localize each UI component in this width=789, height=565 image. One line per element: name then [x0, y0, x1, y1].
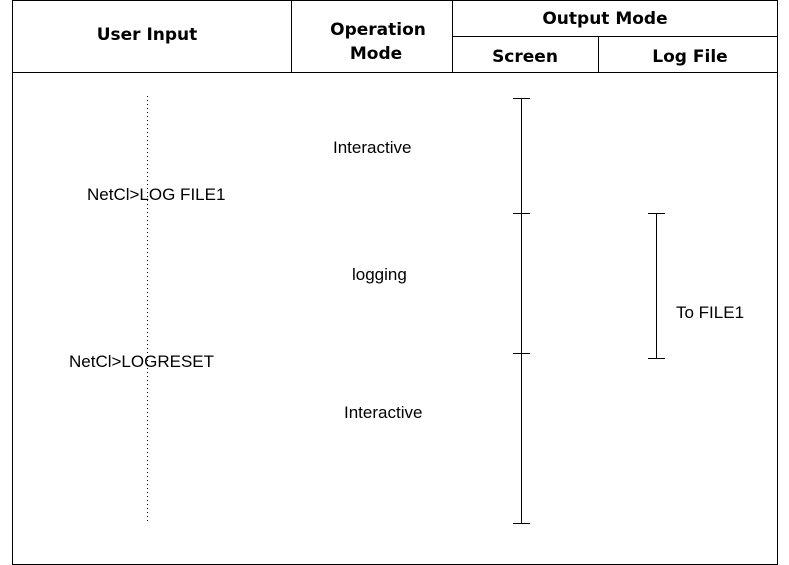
mode-interactive-2: Interactive [344, 403, 422, 422]
header-log-file: Log File [652, 47, 727, 67]
mode-logging: logging [352, 265, 407, 284]
log-file-annotation: To FILE1 [676, 303, 744, 322]
mode-interactive-1: Interactive [333, 138, 411, 157]
command-logreset: NetCl>LOGRESET [69, 352, 214, 371]
command-log-file1: NetCl>LOG FILE1 [87, 185, 225, 204]
header-operation-mode-line2: Mode [350, 44, 402, 64]
header-operation-mode-line1: Operation [330, 20, 426, 40]
header-user-input: User Input [97, 25, 198, 45]
screen-output-bar [513, 98, 530, 524]
log-file-output-bar [648, 213, 665, 359]
header-output-mode: Output Mode [542, 9, 667, 29]
header-screen: Screen [492, 47, 558, 67]
